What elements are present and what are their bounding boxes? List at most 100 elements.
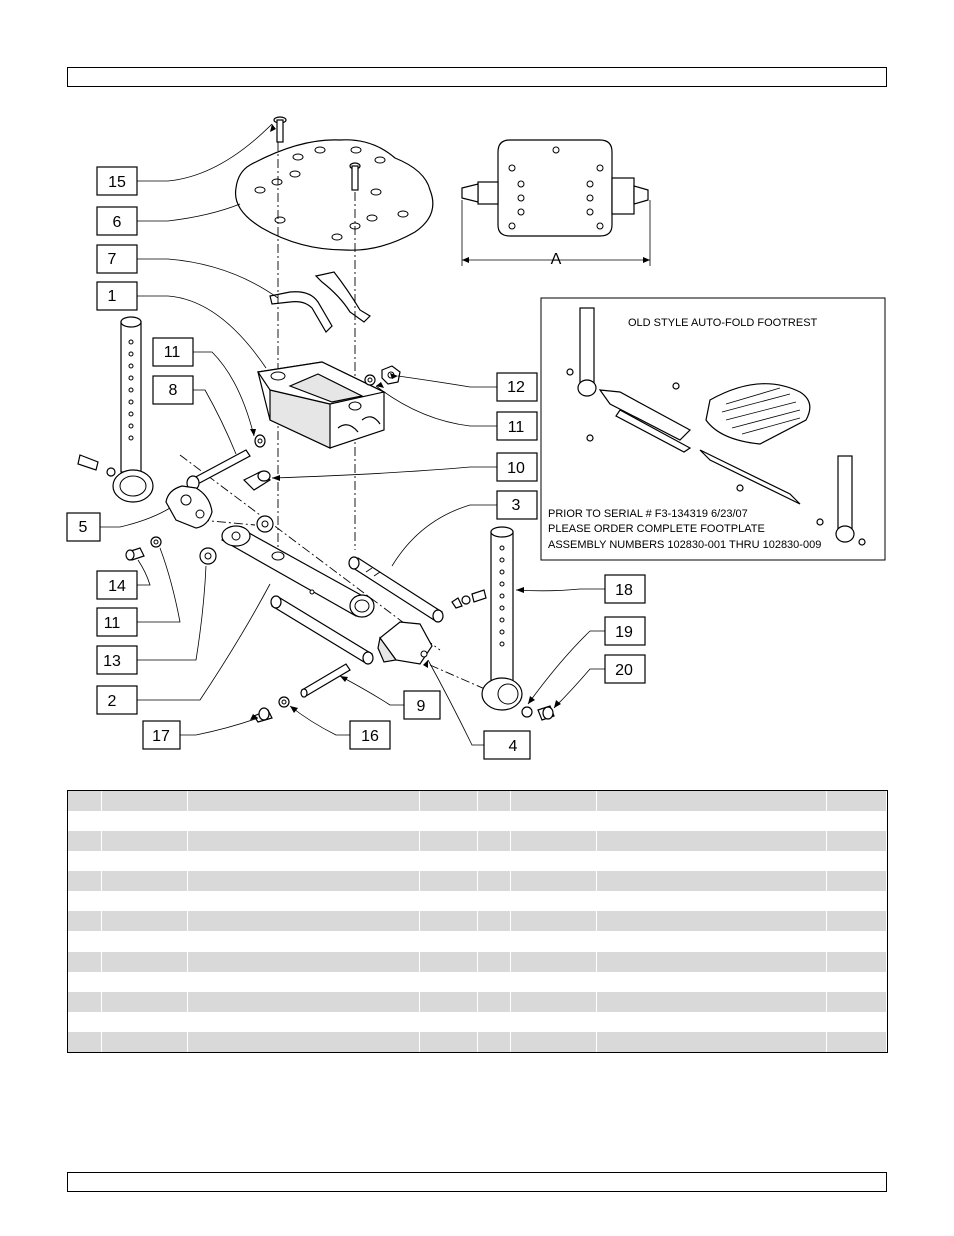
inset-old-footrest-illustration xyxy=(566,307,866,546)
table-cell xyxy=(477,811,511,832)
exploded-parts-diagram: A xyxy=(66,116,886,760)
table-cell xyxy=(419,951,478,972)
table-cell xyxy=(826,1031,887,1052)
table-row xyxy=(68,811,478,832)
lower-link-rod xyxy=(270,595,374,665)
parts-table-right xyxy=(477,791,887,1052)
table-cell xyxy=(68,931,102,952)
table-cell xyxy=(101,831,188,852)
table-cell xyxy=(596,1031,827,1052)
table-cell xyxy=(477,891,511,912)
table-row xyxy=(68,991,478,1012)
small-screw-and-washer xyxy=(253,696,290,723)
table-cell xyxy=(477,971,511,992)
table-cell xyxy=(419,991,478,1012)
table-cell xyxy=(187,871,420,892)
callout-12: 12 xyxy=(496,372,538,402)
table-cell xyxy=(419,831,478,852)
table-cell xyxy=(477,851,511,872)
svg-text:11: 11 xyxy=(164,344,181,361)
svg-text:10: 10 xyxy=(507,460,525,477)
table-cell xyxy=(68,951,102,972)
callout-9: 9 xyxy=(403,690,441,720)
table-cell xyxy=(477,991,511,1012)
table-cell xyxy=(826,971,887,992)
table-row xyxy=(68,971,478,992)
main-arm-part xyxy=(220,525,375,618)
table-cell xyxy=(596,931,827,952)
table-cell xyxy=(477,931,511,952)
svg-text:1: 1 xyxy=(108,288,117,305)
table-cell xyxy=(826,831,887,852)
callout-11-lower: 11 xyxy=(96,607,138,637)
table-cell xyxy=(596,1011,827,1032)
button-head-screw xyxy=(125,536,162,561)
table-cell xyxy=(510,891,597,912)
table-cell xyxy=(68,911,102,932)
table-row xyxy=(68,791,478,812)
callout-6: 6 xyxy=(96,206,138,236)
table-row xyxy=(477,831,887,852)
table-cell xyxy=(826,891,887,912)
table-cell xyxy=(187,1031,420,1052)
table-cell xyxy=(419,891,478,912)
table-cell xyxy=(826,931,887,952)
table-cell xyxy=(187,811,420,832)
svg-text:14: 14 xyxy=(108,578,126,595)
inset-title: OLD STYLE AUTO-FOLD FOOTREST xyxy=(628,317,818,329)
pivot-bracket-left xyxy=(165,485,213,529)
table-row xyxy=(477,971,887,992)
table-row xyxy=(477,811,887,832)
callout-3: 3 xyxy=(496,490,538,520)
table-cell xyxy=(68,811,102,832)
table-row xyxy=(68,1011,478,1032)
table-cell xyxy=(419,931,478,952)
table-row xyxy=(477,931,887,952)
svg-text:4: 4 xyxy=(509,738,518,755)
table-row xyxy=(68,871,478,892)
table-row xyxy=(68,911,478,932)
alignment-line xyxy=(199,519,256,526)
table-cell xyxy=(510,811,597,832)
callout-4: 4 xyxy=(483,730,531,760)
table-cell xyxy=(826,791,887,812)
parts-table xyxy=(67,790,888,1053)
table-cell xyxy=(187,951,420,972)
callout-11-upper: 11 xyxy=(152,337,194,367)
table-cell xyxy=(187,991,420,1012)
hanger-tube-left xyxy=(77,316,154,503)
callout-20: 20 xyxy=(604,654,646,684)
alignment-line xyxy=(179,454,441,651)
table-row xyxy=(477,791,887,812)
mount-block-part xyxy=(256,361,386,449)
table-cell xyxy=(68,851,102,872)
table-cell xyxy=(419,871,478,892)
table-cell xyxy=(101,851,188,872)
table-cell xyxy=(826,871,887,892)
table-cell xyxy=(510,1011,597,1032)
table-cell xyxy=(101,791,188,812)
callout-7: 7 xyxy=(96,244,138,274)
flat-washer xyxy=(199,515,274,565)
hex-bolt xyxy=(186,434,266,491)
table-cell xyxy=(826,1011,887,1032)
callout-5: 5 xyxy=(66,512,101,542)
inset-box xyxy=(540,297,886,561)
table-cell xyxy=(477,951,511,972)
table-cell xyxy=(101,891,188,912)
table-cell xyxy=(101,991,188,1012)
table-cell xyxy=(477,791,511,812)
spacer-bushing xyxy=(242,470,272,491)
flat-head-screw xyxy=(273,116,361,191)
pivot-bracket-right xyxy=(377,621,433,665)
table-cell xyxy=(477,911,511,932)
table-row xyxy=(68,951,478,972)
table-cell xyxy=(187,931,420,952)
table-cell xyxy=(510,931,597,952)
svg-text:9: 9 xyxy=(417,698,426,715)
table-row xyxy=(68,931,478,952)
callout-1: 1 xyxy=(96,281,138,311)
table-cell xyxy=(68,1031,102,1052)
parts-table-left xyxy=(68,791,478,1052)
svg-text:13: 13 xyxy=(103,653,121,670)
